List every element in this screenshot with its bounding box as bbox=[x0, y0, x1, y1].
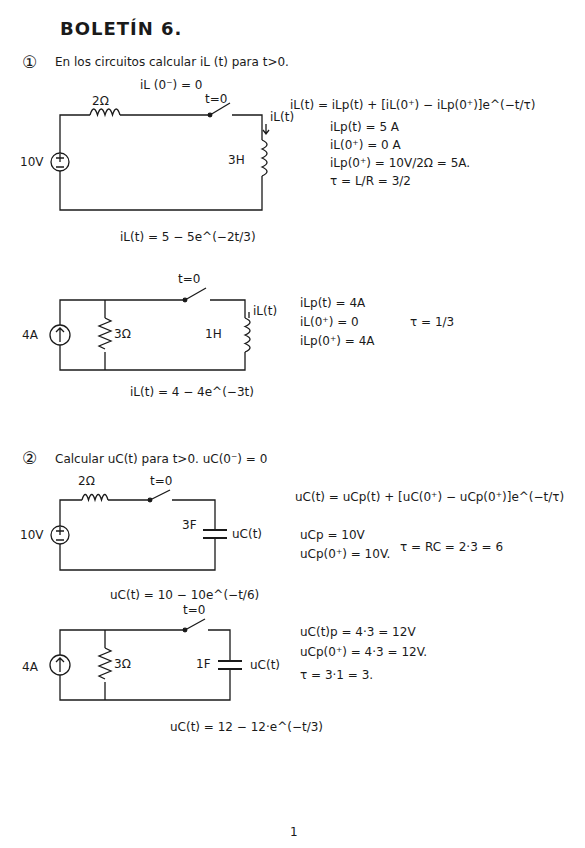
switch-contact bbox=[183, 298, 187, 302]
handwritten-note: iLp(t) = 5 A bbox=[330, 120, 399, 134]
handwritten-note: ② bbox=[22, 448, 37, 468]
handwritten-note: 2Ω bbox=[78, 474, 95, 488]
switch-contact bbox=[183, 628, 187, 632]
handwritten-note: iL(t) = iLp(t) + [iL(0⁺) − iLp(0⁺)]e^(−t… bbox=[290, 98, 535, 112]
handwritten-note: ① bbox=[22, 52, 37, 72]
handwritten-note: t=0 bbox=[150, 474, 172, 488]
wire bbox=[60, 300, 245, 370]
source-arrow bbox=[56, 658, 64, 672]
handwritten-note: 3F bbox=[182, 518, 197, 532]
switch-symbol bbox=[150, 490, 170, 500]
voltage-source bbox=[51, 153, 69, 171]
handwritten-note: 1F bbox=[196, 657, 211, 671]
handwritten-note: uC(t) bbox=[232, 527, 262, 541]
handwritten-note: 2Ω bbox=[92, 94, 109, 108]
handwritten-note: 10V bbox=[20, 155, 43, 169]
handwritten-note: uC(t)p = 4·3 = 12V bbox=[300, 625, 416, 639]
current-source bbox=[50, 655, 70, 675]
handwritten-note: t=0 bbox=[178, 272, 200, 286]
handwritten-note: 1H bbox=[205, 327, 222, 341]
current-arrow bbox=[248, 312, 249, 318]
inductor-symbol bbox=[245, 318, 250, 352]
handwritten-note: 4A bbox=[22, 328, 38, 342]
handwritten-note: 3Ω bbox=[114, 327, 131, 341]
handwritten-note: uC(t) bbox=[250, 658, 280, 672]
voltage-source bbox=[51, 526, 69, 544]
handwritten-note: uC(t) = 10 − 10e^(−t/6) bbox=[110, 588, 259, 602]
handwritten-note: uC(t) = uCp(t) + [uC(0⁺) − uCp(0⁺)]e^(−t… bbox=[295, 490, 564, 504]
wire bbox=[60, 500, 215, 570]
circuit-2 bbox=[50, 288, 250, 370]
handwritten-note: uCp(0⁺) = 4·3 = 12V. bbox=[300, 645, 427, 659]
capacitor-symbol bbox=[203, 530, 227, 538]
capacitor-symbol bbox=[218, 661, 242, 669]
handwritten-note: τ = 3·1 = 3. bbox=[300, 668, 373, 682]
resistor-symbol bbox=[90, 109, 120, 115]
handwritten-note: t=0 bbox=[183, 603, 205, 617]
wire bbox=[60, 115, 262, 210]
handwritten-note: τ = 1/3 bbox=[410, 315, 454, 329]
handwritten-note: iL(0⁺) = 0 bbox=[300, 315, 359, 329]
handwritten-note: τ = L/R = 3/2 bbox=[330, 174, 411, 188]
handwritten-note: uCp(0⁺) = 10V. bbox=[300, 547, 390, 561]
handwritten-note: τ = RC = 2·3 = 6 bbox=[400, 540, 503, 554]
handwritten-note: 1 bbox=[290, 825, 298, 839]
handwritten-note: 10V bbox=[20, 528, 43, 542]
resistor-symbol bbox=[99, 648, 111, 679]
source-polarity bbox=[56, 154, 64, 167]
current-source bbox=[50, 325, 70, 345]
handwritten-note: En los circuitos calcular iL (t) para t>… bbox=[55, 55, 289, 69]
handwritten-note: 3H bbox=[228, 153, 245, 167]
handwritten-note: t=0 bbox=[205, 92, 227, 106]
handwritten-note: 3Ω bbox=[114, 657, 131, 671]
handwritten-note: iL(t) = 5 − 5e^(−2t/3) bbox=[120, 230, 256, 244]
source-polarity bbox=[56, 527, 64, 540]
wire bbox=[60, 630, 230, 700]
handwritten-note: iL(t) bbox=[253, 304, 277, 318]
handwritten-note: iL(t) bbox=[270, 110, 294, 124]
handwritten-note: iLp(t) = 4A bbox=[300, 296, 365, 310]
circuit-1 bbox=[51, 103, 269, 210]
current-arrow bbox=[263, 124, 269, 134]
handwritten-note: iLp(0⁺) = 10V/2Ω = 5A. bbox=[330, 156, 470, 170]
resistor-symbol bbox=[82, 495, 108, 501]
page-title: BOLETÍN 6. bbox=[60, 18, 182, 40]
handwritten-note: uC(t) = 12 − 12·e^(−t/3) bbox=[170, 720, 323, 734]
source-arrow bbox=[56, 328, 64, 342]
handwritten-note: iLp(0⁺) = 4A bbox=[300, 334, 375, 348]
switch-symbol bbox=[185, 288, 206, 300]
switch-symbol bbox=[185, 619, 205, 630]
resistor-symbol bbox=[99, 318, 111, 349]
switch-contact bbox=[148, 498, 152, 502]
circuit-4 bbox=[50, 619, 242, 700]
switch-contact bbox=[208, 113, 212, 117]
inductor-symbol bbox=[262, 140, 267, 176]
handwritten-note: uCp = 10V bbox=[300, 528, 365, 542]
handwritten-note: 4A bbox=[22, 660, 38, 674]
handwritten-note: iL(0⁺) = 0 A bbox=[330, 138, 401, 152]
handwritten-note: iL (0⁻) = 0 bbox=[140, 78, 202, 92]
circuit-3 bbox=[51, 490, 227, 570]
handwritten-note: Calcular uC(t) para t>0. uC(0⁻) = 0 bbox=[55, 452, 267, 466]
handwritten-note: iL(t) = 4 − 4e^(−3t) bbox=[130, 385, 254, 399]
